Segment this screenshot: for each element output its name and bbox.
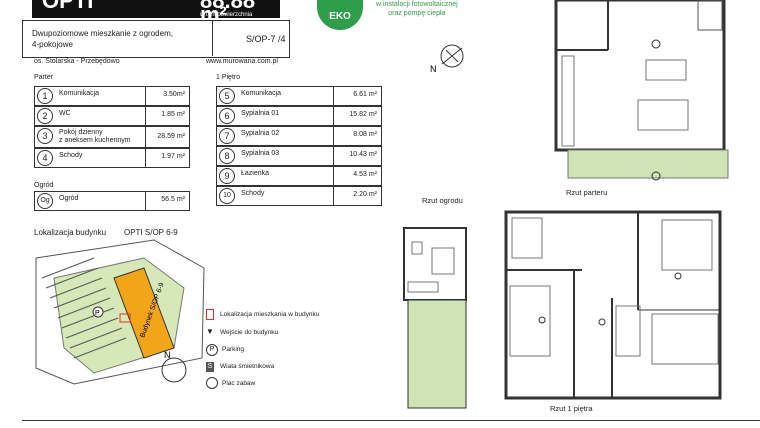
description-line1: Dwupoziomowe mieszkanie z ogrodem,	[32, 29, 173, 38]
room-name: Sypialnia 01	[241, 110, 280, 117]
site-map: Budynek S/OP 6-9 P N	[35, 239, 205, 385]
room-area: 3.50m²	[163, 91, 185, 98]
table-row: 4 Schody 1.97 m²	[34, 148, 190, 168]
flat-type: OPTI	[42, 0, 94, 13]
table-row: 8 Sypialnia 03 10.43 m²	[216, 146, 382, 166]
room-name: Łazienka	[241, 170, 270, 177]
ground-floor-plan	[554, 0, 729, 181]
bottom-divider	[22, 420, 760, 421]
table-row: Og Ogród 56.5 m²	[34, 191, 190, 211]
playground-icon	[206, 377, 218, 390]
legend-text: Lokalizacja mieszkania w budynku	[220, 311, 320, 318]
garden-plan	[403, 227, 467, 409]
header-bar: OPTI 88.88 m² w tym powierzchnia użytkow…	[32, 0, 280, 18]
first-floor-plan	[504, 210, 722, 400]
parking-icon: P	[206, 344, 218, 356]
legend: Lokalizacja mieszkania w budynku ▼ Wejści…	[206, 306, 319, 392]
table-row: 9 Łazienka 4.53 m²	[216, 166, 382, 186]
legend-text: Wejście do budynku	[220, 329, 279, 336]
flat-code: S/OP-7 /4	[246, 34, 286, 44]
room-area: 4.53 m²	[353, 171, 377, 178]
eko-text: w instalacji fotowoltaicznej oraz pompę …	[376, 0, 458, 18]
entrance-arrow-icon: ▼	[206, 327, 214, 336]
trash-shelter-icon: S	[206, 362, 214, 372]
description-divider	[212, 20, 213, 56]
svg-text:P: P	[95, 310, 100, 317]
ogrod-title: Ogród	[34, 182, 54, 189]
site-compass-letter: N	[164, 350, 171, 360]
room-area: 1.97 m²	[161, 153, 185, 160]
table-row: 3 Pokój dzienny z aneksem kuchennym 28.5…	[34, 126, 190, 148]
description: Dwupoziomowe mieszkanie z ogrodem, 4-pok…	[32, 28, 182, 50]
description-box	[22, 20, 290, 58]
lokalizacja-opti: OPTI S/OP 6-9	[124, 228, 178, 237]
room-name: Ogród	[59, 195, 79, 202]
eko-badge: EKO	[317, 0, 363, 30]
table-row: 6 Sypialnia 01 15.82 m²	[216, 106, 382, 126]
ground-floor-caption: Rzut parteru	[566, 188, 608, 197]
room-area: 8.08 m²	[353, 131, 377, 138]
table-row: 1 Komunikacja 3.50m²	[34, 86, 190, 106]
legend-item: S Wiata śmietnikowa	[206, 358, 319, 375]
legend-item: P Parking	[206, 341, 319, 358]
table-row: 5 Komunikacja 6.61 m²	[216, 86, 382, 106]
parter-title: Parter	[34, 74, 54, 81]
room-number: 3	[37, 128, 53, 144]
legend-item: Plac zabaw	[206, 375, 319, 392]
compass-icon: N	[430, 44, 464, 74]
room-area: 2.20 m²	[353, 191, 377, 198]
room-name: Sypialnia 03	[241, 150, 280, 157]
room-number: 8	[219, 148, 235, 164]
location-text: os. Stolarska - Przebędowo	[34, 58, 120, 65]
room-number: 2	[37, 108, 53, 124]
room-name: WC	[59, 110, 71, 117]
room-name: Schody	[59, 152, 83, 159]
room-area: 1.85 m²	[161, 111, 185, 118]
room-number: 1	[37, 88, 53, 104]
room-name: Sypialnia 02	[241, 130, 280, 137]
room-number: 10	[219, 188, 235, 204]
legend-text: Parking	[222, 346, 245, 353]
pietro-title: 1 Piętro	[216, 74, 241, 81]
room-area: 15.82 m²	[349, 111, 377, 118]
legend-text: Plac zabaw	[222, 380, 256, 387]
garden-plan-caption: Rzut ogrodu	[422, 196, 463, 205]
room-number: 4	[37, 150, 53, 166]
website-text: www.murowana.com.pl	[206, 58, 278, 65]
legend-text: Wiata śmietnikowa	[220, 363, 275, 370]
eko-line1: w instalacji fotowoltaicznej	[376, 1, 458, 8]
first-floor-caption: Rzut 1 piętra	[550, 404, 593, 413]
room-number: 6	[219, 108, 235, 124]
legend-item: ▼ Wejście do budynku	[206, 323, 319, 341]
lokalizacja-title: Lokalizacja budynku	[34, 228, 107, 237]
room-name: Komunikacja	[241, 90, 282, 97]
building-block	[113, 267, 175, 359]
room-area: 56.5 m²	[161, 196, 185, 203]
legend-item: Lokalizacja mieszkania w budynku	[206, 306, 319, 323]
room-area: 6.61 m²	[353, 91, 377, 98]
room-number: 7	[219, 128, 235, 144]
room-name: Schody	[241, 190, 265, 197]
room-number: Og	[37, 193, 53, 209]
flat-location-marker	[119, 313, 131, 323]
room-area: 28.59 m²	[157, 133, 185, 140]
table-row: 7 Sypialnia 02 8.08 m²	[216, 126, 382, 146]
room-name-line2: z aneksem kuchennym	[59, 137, 131, 144]
room-number: 9	[219, 168, 235, 184]
room-name: Komunikacja	[59, 90, 100, 97]
red-square-icon	[206, 308, 214, 320]
eko-line2: oraz pompę ciepła	[388, 10, 446, 17]
total-area: 88.88 m²	[200, 0, 256, 18]
room-name: Pokój dzienny z aneksem kuchennym	[59, 129, 131, 145]
room-name-line1: Pokój dzienny	[59, 129, 103, 136]
table-row: 10 Schody 2.20 m²	[216, 186, 382, 206]
usable-area: w tym powierzchnia użytkowa: 79,41m²	[200, 12, 253, 18]
compass-letter: N	[430, 64, 437, 74]
description-line2: 4-pokojowe	[32, 40, 73, 49]
table-row: 2 WC 1.85 m²	[34, 106, 190, 126]
room-number: 5	[219, 88, 235, 104]
room-area: 10.43 m²	[349, 151, 377, 158]
